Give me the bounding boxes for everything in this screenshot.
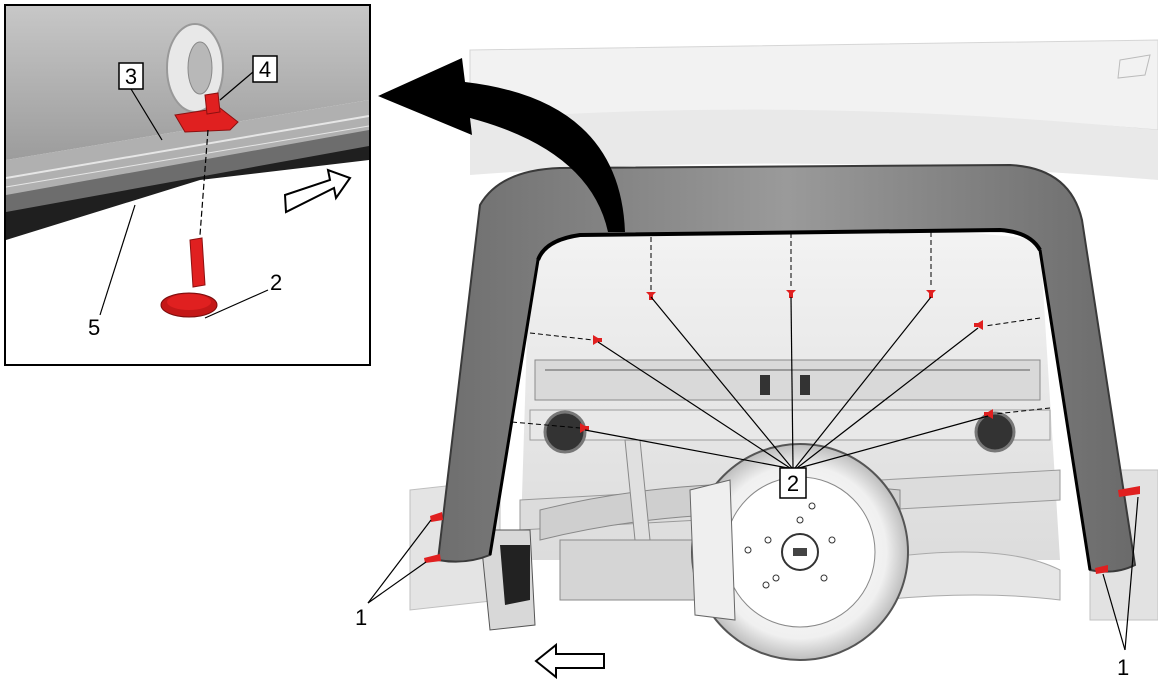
callout-2-main: 2 [779,467,807,499]
callout-5-label: 5 [88,315,100,340]
retainer-pin [974,317,1041,330]
brake-rotor [479,443,909,661]
retainer-pin [646,237,656,300]
callout-1-right: 1 [1102,496,1139,680]
curved-arrow-icon [378,58,625,232]
callout-3-inset: 3 [118,62,163,141]
callout-4-inset: 4 [219,55,278,101]
callout-1-left: 1 [355,519,432,630]
detail-inset: 3 4 2 5 [4,4,371,366]
leader-lines-2 [584,296,989,469]
retainer-pin [786,233,796,298]
callout-1-right-label: 1 [1117,655,1129,680]
callout-3-label: 3 [125,64,137,89]
hollow-arrow-up-right-icon [283,168,352,214]
retainer-pin [529,332,602,345]
retainer-pin [511,421,589,433]
wheelhouse-interior [519,225,1061,601]
callout-1-left-label: 1 [355,605,367,630]
callout-2-inset: 2 [204,270,282,319]
retainer-pins [511,232,1051,433]
hollow-arrow-left-icon [534,642,605,680]
callout-5-inset: 5 [88,204,136,340]
fastener-clips [424,486,1140,574]
retainer-pin [926,232,936,298]
callout-2-main-label: 2 [787,471,799,496]
retainer-pin [984,407,1051,419]
callout-4-label: 4 [259,57,271,82]
callout-2-inset-label: 2 [270,270,282,295]
